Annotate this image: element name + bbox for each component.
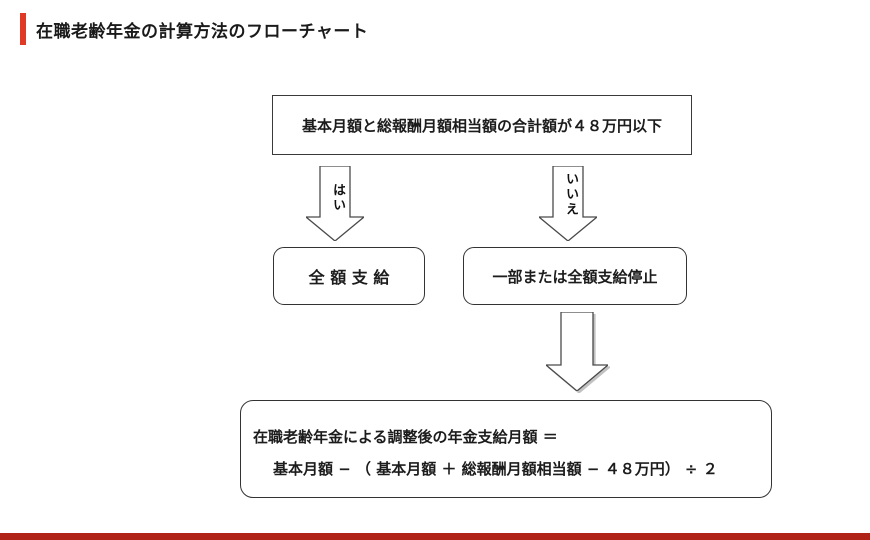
yes-arrow	[306, 166, 364, 241]
formula-box: 在職老齢年金による調整後の年金支給月額 ＝ 基本月額 − （ 基本月額 ＋ 総報…	[240, 400, 772, 498]
title-accent-bar	[20, 13, 26, 45]
full-payment-label: 全 額 支 給	[308, 268, 390, 287]
footer-accent-bar	[0, 533, 870, 540]
down-arrow-icon	[539, 166, 597, 241]
formula-line-2: 基本月額 − （ 基本月額 ＋ 総報酬月額相当額 − ４８万円） ÷ ２	[273, 460, 718, 478]
down-arrow-icon	[306, 166, 364, 241]
suspension-label: 一部または全額支給停止	[492, 267, 658, 286]
suspension-box: 一部または全額支給停止	[463, 247, 687, 305]
yes-arrow-label: はい	[330, 183, 345, 213]
full-payment-box: 全 額 支 給	[273, 247, 425, 305]
down-arrow-icon	[546, 312, 608, 391]
formula-line-1: 在職老齢年金による調整後の年金支給月額 ＝	[253, 428, 558, 446]
condition-box: 基本月額と総報酬月額相当額の合計額が４８万円以下	[272, 95, 692, 155]
no-arrow-label: いいえ	[563, 172, 578, 217]
no-arrow	[539, 166, 597, 241]
page-header: 在職老齢年金の計算方法のフローチャート	[20, 13, 368, 45]
page-title: 在職老齢年金の計算方法のフローチャート	[36, 21, 369, 42]
condition-box-label: 基本月額と総報酬月額相当額の合計額が４８万円以下	[301, 116, 662, 135]
to-formula-arrow	[546, 312, 608, 391]
